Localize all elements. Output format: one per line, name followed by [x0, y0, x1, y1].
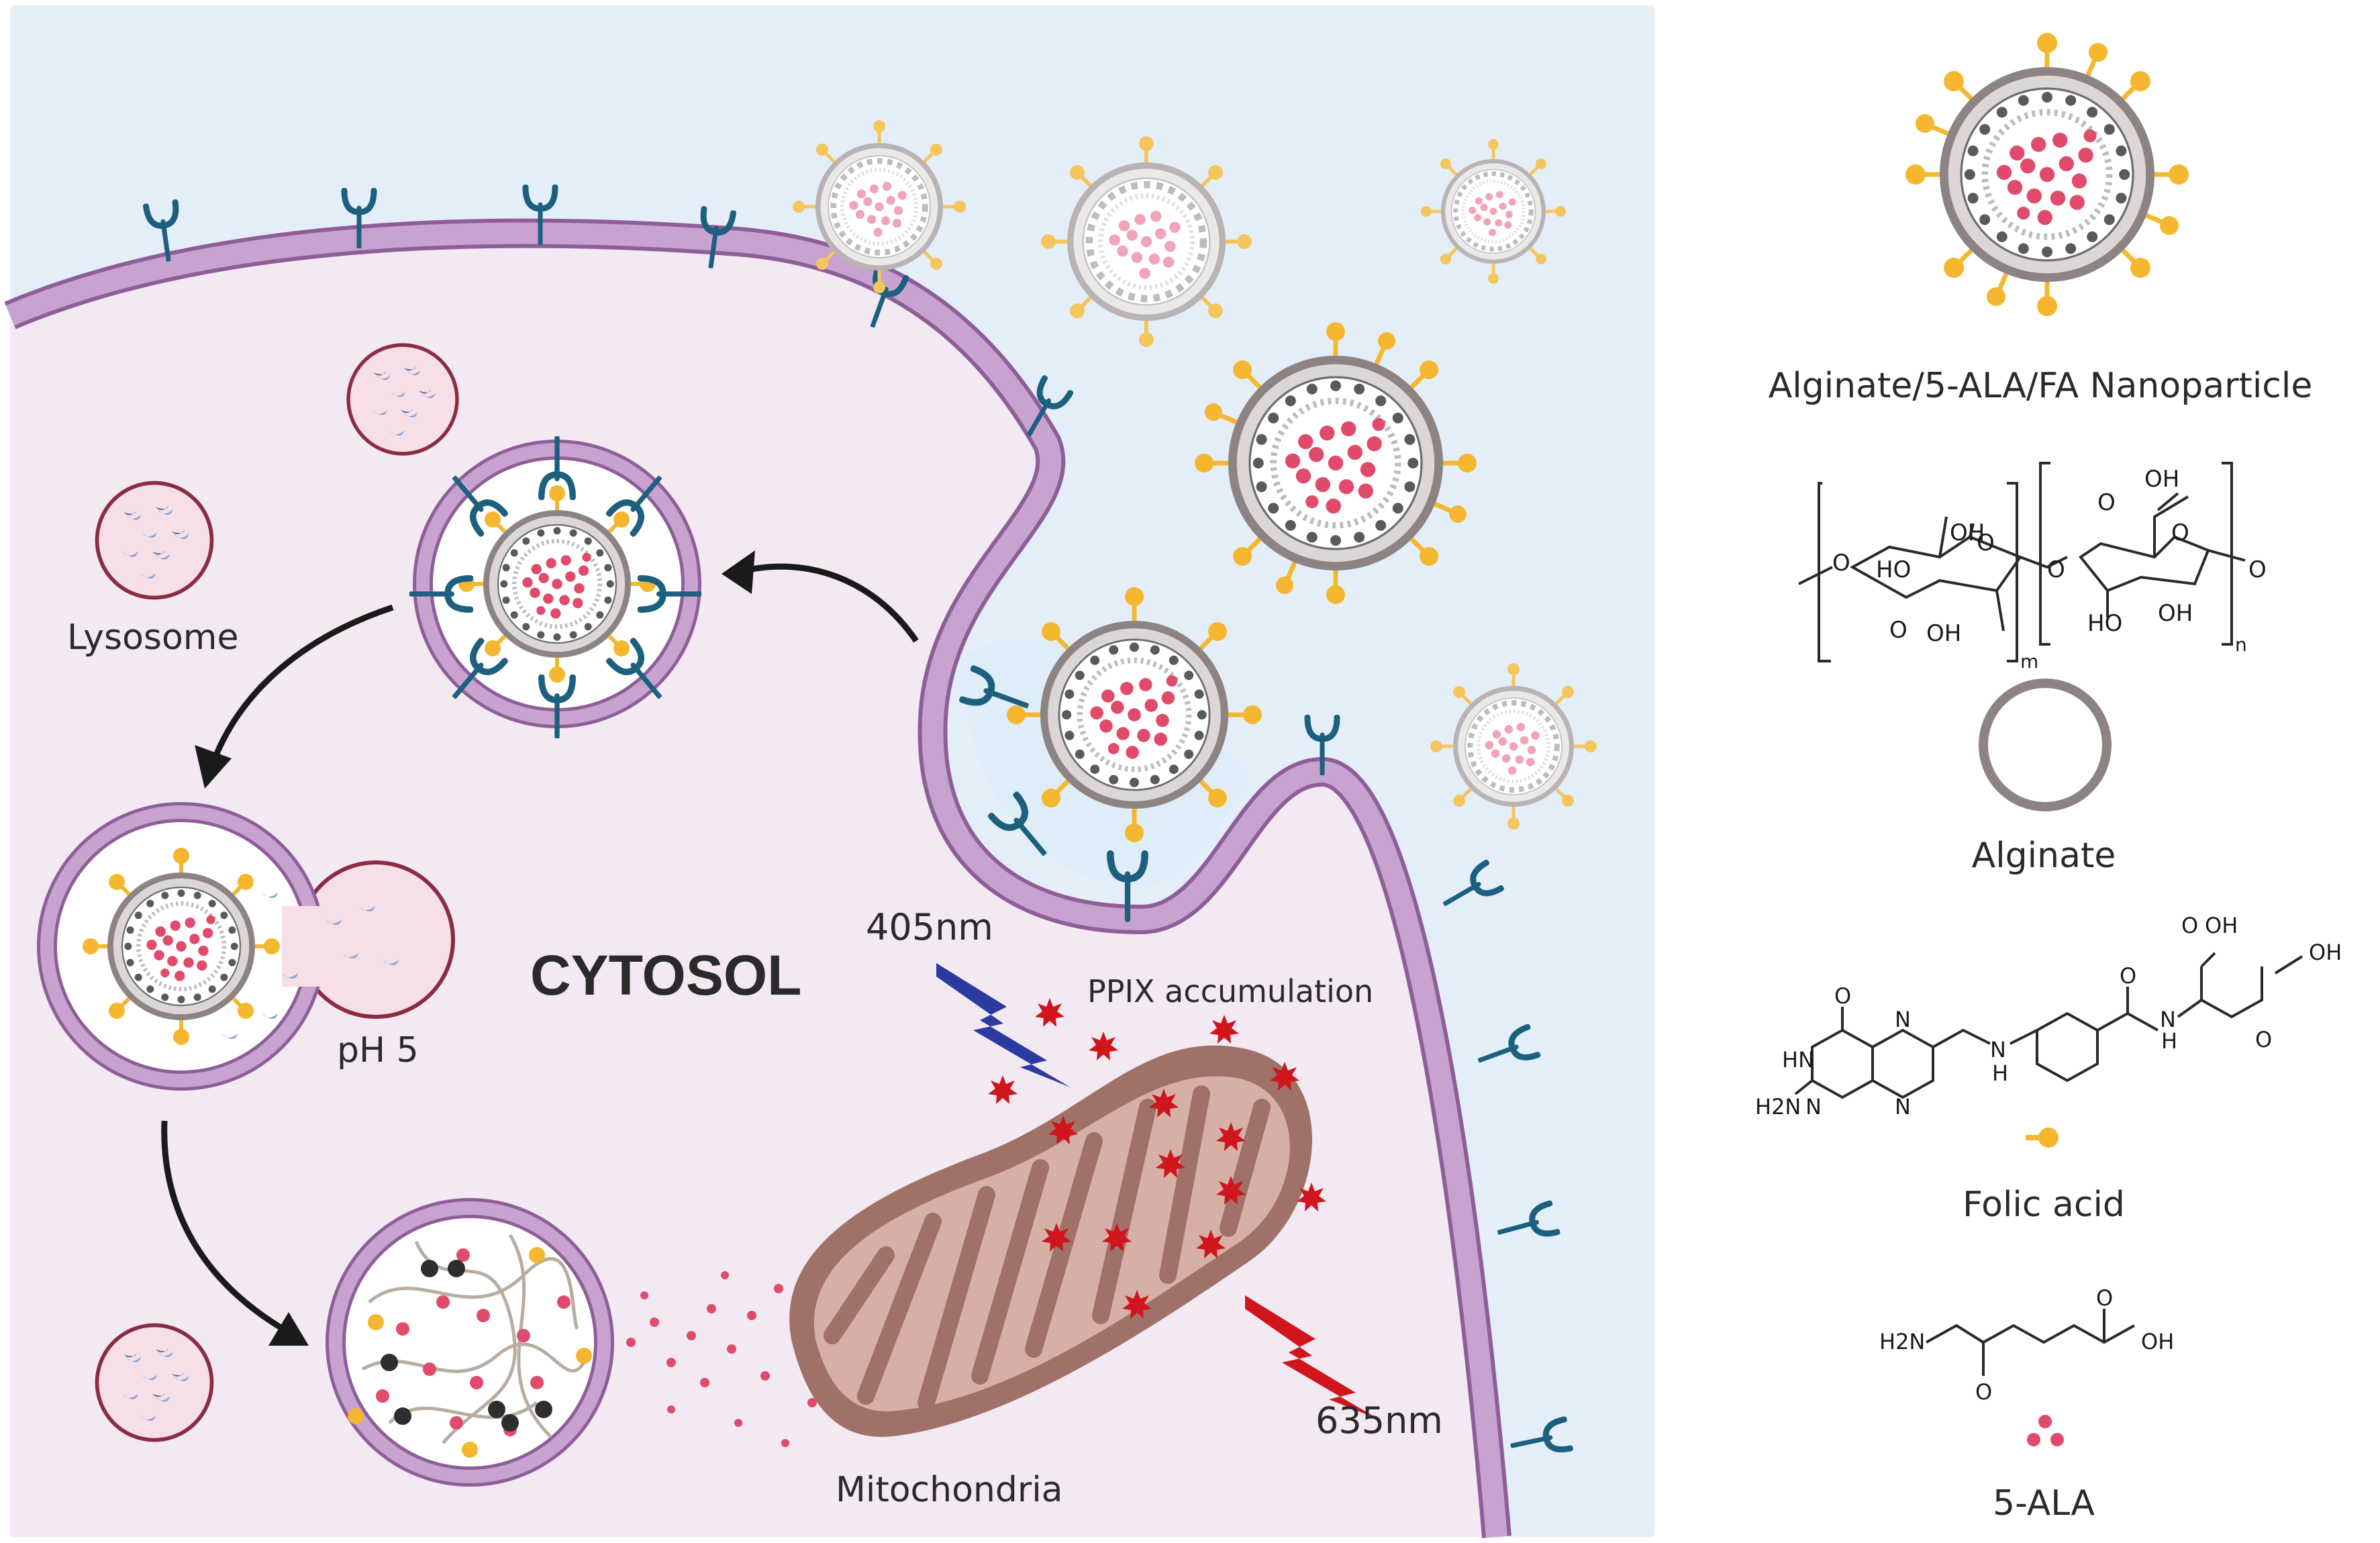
- chem-o-carbonyl-1: O: [1889, 617, 1907, 644]
- fa-o-right: O: [2255, 1027, 2272, 1052]
- internalizing-nanoparticle: [962, 587, 1262, 919]
- fa-n-amide: N: [2160, 1007, 2176, 1032]
- legend-alginate-label: Alginate: [1971, 836, 2116, 876]
- lysosome-3: [97, 1326, 212, 1440]
- legend-ala-label: 5-ALA: [1992, 1483, 2095, 1524]
- ala-o2: O: [2096, 1285, 2113, 1311]
- chem-subscript-m: m: [2020, 650, 2038, 673]
- fa-h2n: H2N: [1755, 1094, 1801, 1119]
- chem-o-right: O: [2248, 556, 2267, 583]
- endosome: [411, 438, 701, 737]
- ala-h2n: H2N: [1879, 1329, 1925, 1354]
- chem-o-carbonyl-2: O: [2097, 489, 2116, 516]
- legend-alginate-ring: [1979, 679, 2112, 811]
- endolysosome: [37, 802, 455, 1091]
- process-arrows: [161, 563, 919, 1335]
- chem-o-left: O: [1832, 550, 1850, 577]
- legend-folic-acid-label: Folic acid: [1963, 1185, 2125, 1225]
- ala-structure: [1926, 1309, 2135, 1376]
- ala-labels: H2N O O OH: [1879, 1285, 2174, 1405]
- wavelength-635-label: 635nm: [1316, 1399, 1443, 1442]
- fa-h-amide: H: [2161, 1028, 2177, 1054]
- laser-405-bolt: [936, 963, 1071, 1087]
- chem-oh-4: OH: [2144, 466, 2179, 493]
- folic-acid-structure: [1794, 952, 2303, 1099]
- fa-h-link: H: [1992, 1060, 2008, 1086]
- ala-o1: O: [1975, 1379, 1992, 1405]
- fa-n-link: N: [1990, 1037, 2006, 1062]
- fa-o-top2: O: [2181, 913, 2198, 938]
- chem-subscript-n: n: [2235, 634, 2247, 656]
- folic-acid-labels: O HN H2N N N N N H O N H O OH O OH: [1755, 913, 2342, 1119]
- alginate-structure: [1798, 462, 2246, 662]
- ala-oh: OH: [2141, 1329, 2174, 1354]
- cytosol-label: CYTOSOL: [530, 944, 802, 1007]
- chem-ho-2: HO: [2087, 610, 2122, 637]
- fa-hn: HN: [1782, 1047, 1814, 1073]
- fa-oh-top: OH: [2205, 913, 2238, 938]
- legend-nanoparticle-label: Alginate/5-ALA/FA Nanoparticle: [1768, 366, 2313, 406]
- fa-oh-right: OH: [2309, 940, 2342, 965]
- chem-o-link: O: [2047, 556, 2065, 583]
- fa-o-top: O: [1834, 983, 1851, 1009]
- chem-oh-1: OH: [1950, 519, 1985, 546]
- legend-nanoparticle: [1905, 33, 2189, 316]
- lysosome-label: Lysosome: [67, 617, 239, 658]
- free-nanoparticles: [793, 120, 1597, 830]
- alginate-labels: O HO OH O O OH O O OH O HO OH O m n: [1832, 466, 2267, 673]
- lysosome-2: [97, 483, 212, 598]
- degraded-vesicle: [326, 1198, 614, 1487]
- chem-oh-3: OH: [1926, 620, 1961, 647]
- fa-n3: N: [1895, 1094, 1911, 1119]
- arrow-heads: [195, 550, 755, 1346]
- fa-n1: N: [1805, 1094, 1822, 1119]
- legend-ala-dots: [2027, 1415, 2064, 1446]
- chem-o-ring-1: O: [1977, 530, 1995, 556]
- mitochondria-label: Mitochondria: [836, 1470, 1063, 1510]
- chem-o-ring-2: O: [2171, 519, 2189, 546]
- chem-ho-1: HO: [1876, 556, 1911, 583]
- ppix-label: PPIX accumulation: [1087, 973, 1374, 1009]
- ph-label: pH 5: [337, 1030, 419, 1071]
- laser-635-bolt: [1245, 1295, 1379, 1420]
- fa-n2: N: [1895, 1007, 1911, 1032]
- lysosome-1: [348, 345, 457, 454]
- chem-oh-2: OH: [2158, 600, 2193, 627]
- fa-o-amide: O: [2120, 963, 2136, 989]
- legend-folate-ligand: [2026, 1128, 2059, 1148]
- wavelength-405-label: 405nm: [866, 906, 993, 948]
